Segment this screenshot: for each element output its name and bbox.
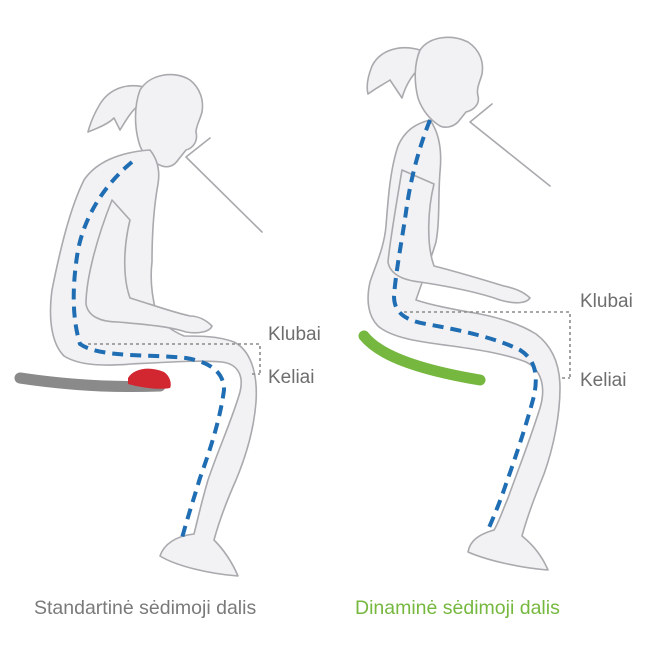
right-hips-label: Klubai (580, 291, 633, 312)
left-figure: Klubai Keliai (14, 73, 321, 577)
right-head (414, 36, 484, 128)
left-hips-guide (88, 343, 261, 374)
right-ponytail (366, 46, 425, 99)
left-arm (85, 199, 213, 334)
left-head (134, 73, 204, 168)
left-head-angle-line (185, 137, 263, 233)
right-caption: Dinaminė sėdimoji dalis (355, 597, 560, 619)
right-spine-line (392, 119, 538, 531)
right-figure: Klubai Keliai (358, 36, 633, 571)
left-pressure-point (128, 368, 171, 389)
right-knees-label: Keliai (580, 370, 626, 391)
left-caption: Standartinė sėdimoji dalis (34, 597, 256, 619)
left-hips-label: Klubai (268, 324, 321, 345)
right-arm (387, 169, 531, 304)
right-head-angle-line (469, 103, 551, 187)
right-hips-guide (404, 311, 571, 378)
left-ponytail (87, 84, 149, 133)
left-body (49, 149, 258, 577)
right-dynamic-seat (358, 330, 486, 386)
left-knees-label: Keliai (268, 367, 314, 388)
right-body (367, 119, 561, 571)
